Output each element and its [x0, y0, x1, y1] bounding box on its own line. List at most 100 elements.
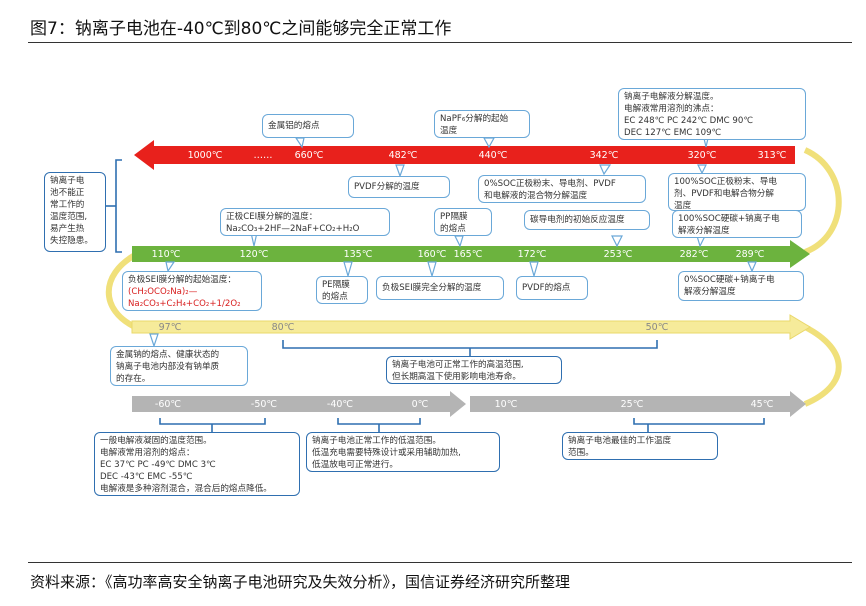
temp-label: 482℃	[388, 150, 418, 161]
box-line: 的熔点	[322, 292, 348, 302]
box-line: DEC -43℃ EMC -55℃	[100, 472, 193, 482]
box-line: (CH₂OCO₂Na)₂—	[128, 287, 198, 297]
box-line: 金属钠的熔点、健康状态的	[116, 350, 220, 360]
box-aluminum-melt: 金属铝的熔点	[262, 114, 354, 138]
red-arrow	[134, 140, 795, 170]
box-pvdf-melt: PVDF的熔点	[516, 276, 588, 300]
box-side-note: 钠离子电池不能正常工作的温度范围,易产生热失控隐患。	[44, 172, 106, 252]
temp-label: ……	[253, 150, 273, 161]
box-line: NaPF₆分解的起始	[440, 114, 509, 124]
temp-label: -60℃	[154, 399, 182, 410]
box-line: 剂、PVDF和电解合物分解	[674, 189, 774, 199]
box-line: 但长期高温下使用影响电池寿命。	[392, 372, 521, 382]
temp-label: 25℃	[620, 399, 644, 410]
temp-label: 50℃	[645, 322, 669, 333]
box-line: 钠离子电解液分解温度。	[624, 92, 719, 102]
box-line: 正极CEI膜分解的温度：	[226, 212, 318, 222]
box-line: 100%SOC正极粉末、导电	[674, 177, 777, 187]
temp-label: 289℃	[735, 249, 765, 260]
box-line: Na₂CO₃+2HF—2NaF+CO₂+H₂O	[226, 224, 360, 234]
box-line: 电解液是多种溶剂混合，混合后的熔点降低。	[100, 484, 272, 494]
box-line: 电解液常用溶剂的沸点：	[624, 104, 719, 114]
box-line: 易产生热	[50, 224, 85, 234]
temp-label: 320℃	[687, 150, 717, 161]
box-pp-melt: PP隔膜的熔点	[434, 208, 492, 236]
temp-label: 1000℃	[187, 150, 223, 161]
box-sodium-melt: 金属钠的熔点、健康状态的钠离子电池内部没有钠单质的存在。	[110, 346, 248, 386]
temp-label: 313℃	[757, 150, 787, 161]
box-line: 0%SOC硬碳+钠离子电	[684, 275, 775, 285]
box-electrolyte-decomp: 钠离子电解液分解温度。电解液常用溶剂的沸点： EC 248℃ PC 242℃ DM…	[618, 88, 806, 140]
temp-label: 10℃	[494, 399, 518, 410]
box-high-temp-range: 钠离子电池可正常工作的高温范围, 但长期高温下使用影响电池寿命。	[386, 356, 562, 384]
temp-label: 160℃	[417, 249, 447, 260]
box-line: EC 248℃ PC 242℃ DMC 90℃	[624, 116, 753, 126]
box-anode-sei-start: 负极SEI膜分解的起始温度： (CH₂OCO₂Na)₂— Na₂CO₃+C₂H₄+C…	[122, 271, 262, 311]
temp-label: 97℃	[158, 322, 182, 333]
bottom-rule	[28, 562, 852, 563]
box-line: PE隔膜	[322, 280, 350, 290]
box-line: 池不能正	[50, 188, 85, 198]
box-freeze-range: 一般电解液凝固的温度范围。电解液常用溶剂的熔点：EC 37℃ PC -49℃ D…	[94, 432, 300, 496]
curve-red-to-green	[803, 147, 842, 255]
green-arrow	[132, 240, 810, 268]
box-best-range: 钠离子电池最佳的工作温度范围。	[562, 432, 718, 460]
box-line: 范围。	[568, 448, 594, 458]
temp-label: 80℃	[271, 322, 295, 333]
curve-yellow-to-gray	[803, 324, 842, 407]
box-line: 常工作的	[50, 200, 85, 210]
box-soc100-anode: 100%SOC硬碳+钠离子电解液分解温度	[672, 210, 802, 238]
temp-label: 440℃	[478, 150, 508, 161]
temp-label: 165℃	[453, 249, 483, 260]
box-line: 钠离子电池内部没有钠单质	[116, 362, 220, 372]
box-line: 失控隐患。	[50, 236, 93, 246]
temp-label: 135℃	[343, 249, 373, 260]
box-pvdf-decomp: PVDF分解的温度	[348, 176, 450, 198]
box-line: 温度	[674, 201, 692, 211]
gray-arrow-right	[470, 391, 806, 417]
box-line: 解液分解温度	[684, 287, 736, 297]
bracket-high	[282, 340, 658, 349]
box-soc100-cathode: 100%SOC正极粉末、导电剂、PVDF和电解合物分解温度	[668, 173, 806, 211]
gray-arrow-left	[132, 391, 466, 417]
box-napf6: NaPF₆分解的起始温度	[434, 110, 530, 138]
box-conductive: 碳导电剂的初始反应温度	[524, 210, 650, 230]
box-line: 钠离子电池正常工作的低温范围。	[312, 436, 441, 446]
box-line: 一般电解液凝固的温度范围。	[100, 436, 212, 446]
yellow-arrow	[131, 314, 811, 340]
box-line: 钠离子电池最佳的工作温度	[568, 436, 672, 446]
box-line: 的存在。	[116, 374, 151, 384]
bracket-side	[115, 159, 122, 253]
curve-green-to-yellow	[105, 252, 137, 330]
box-soc0-anode: 0%SOC硬碳+钠离子电解液分解温度	[678, 271, 804, 301]
box-line: 和电解液的混合物分解温度	[484, 191, 588, 201]
temp-label: 660℃	[294, 150, 324, 161]
figure-title: 图7：钠离子电池在-40℃到80℃之间能够完全正常工作	[30, 19, 452, 39]
temp-label: 172℃	[517, 249, 547, 260]
temp-label: 120℃	[239, 249, 269, 260]
bracket-best	[633, 418, 765, 425]
box-line: 0%SOC正极粉末、导电剂、PVDF	[484, 179, 616, 189]
temp-label: -50℃	[250, 399, 278, 410]
temp-label: -40℃	[326, 399, 354, 410]
box-line: 100%SOC硬碳+钠离子电	[678, 214, 780, 224]
box-line: 的熔点	[440, 224, 466, 234]
source-note: 资料来源：《高功率高安全钠离子电池研究及失效分析》，国信证券经济研究所整理	[30, 573, 571, 591]
temp-label: 0℃	[411, 399, 429, 410]
temp-label: 342℃	[589, 150, 619, 161]
bracket-freeze	[159, 418, 266, 425]
box-line: 温度	[440, 126, 458, 136]
temp-label: 282℃	[679, 249, 709, 260]
box-line: 钠离子电池可正常工作的高温范围,	[392, 360, 524, 370]
top-rule	[28, 42, 852, 43]
temp-label: 253℃	[603, 249, 633, 260]
box-line: PP隔膜	[440, 212, 468, 222]
box-line: 负极SEI膜分解的起始温度：	[128, 275, 236, 285]
box-pe-melt: PE隔膜的熔点	[316, 276, 368, 304]
box-line: 低温放电可正常进行。	[312, 460, 398, 470]
box-line: Na₂CO₃+C₂H₄+CO₂+1/2O₂	[128, 299, 241, 309]
box-line: 钠离子电	[50, 176, 85, 186]
box-line: DEC 127℃ EMC 109℃	[624, 128, 722, 138]
box-low-temp-range: 钠离子电池正常工作的低温范围。低温充电需要特殊设计或采用辅助加热,低温放电可正常…	[306, 432, 500, 472]
box-cathode-cei: 正极CEI膜分解的温度： Na₂CO₃+2HF—2NaF+CO₂+H₂O	[220, 208, 390, 236]
